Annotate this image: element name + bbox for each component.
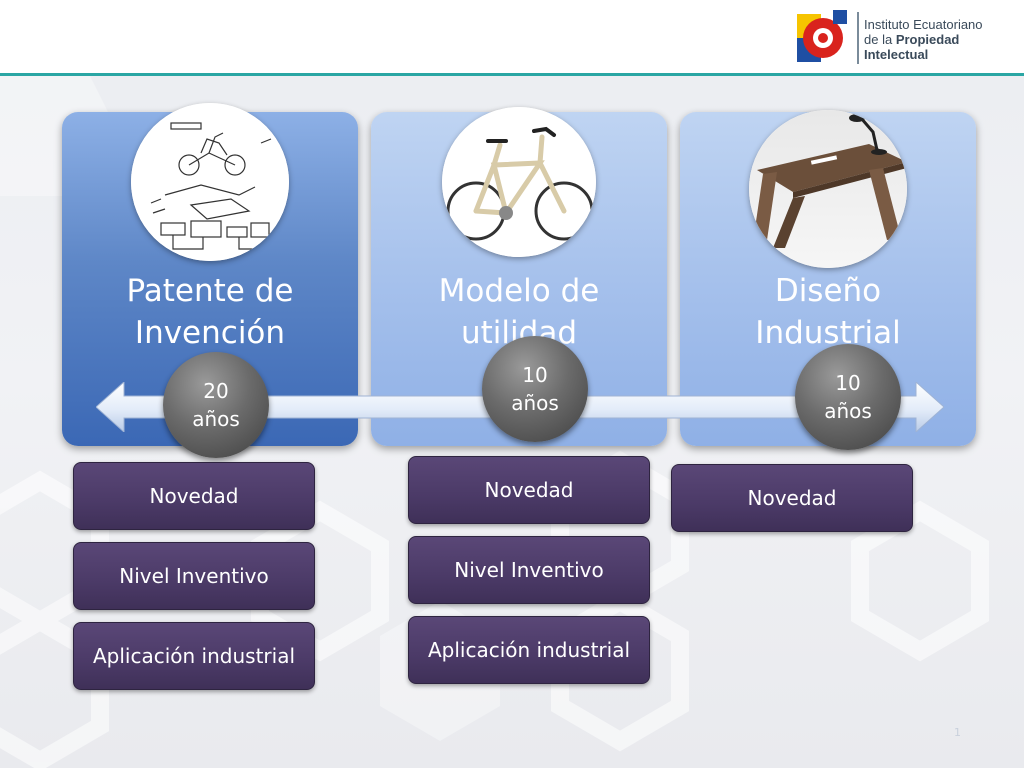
panel-title-line-2: Invención xyxy=(134,315,286,351)
patent-drawing-icon xyxy=(131,103,289,261)
duration-unit: años xyxy=(511,391,559,415)
logo-line-1: Instituto Ecuatoriano xyxy=(864,17,983,32)
page-number: 1 xyxy=(954,726,961,739)
requirement-box: Aplicación industrial xyxy=(408,616,650,684)
logo-divider xyxy=(857,12,859,64)
institute-logo: Instituto Ecuatoriano de la Propiedad In… xyxy=(793,8,1003,68)
requirement-box: Novedad xyxy=(408,456,650,524)
duration-unit: años xyxy=(192,407,240,431)
duration-value: 10 xyxy=(835,371,861,395)
requirement-box: Nivel Inventivo xyxy=(408,536,650,604)
logo-line-2: de la Propiedad xyxy=(864,32,983,47)
requirement-box: Novedad xyxy=(73,462,315,530)
logo-line-2-prefix: de la xyxy=(864,32,896,47)
requirement-box: Novedad xyxy=(671,464,913,532)
panel-title-line-1: Patente de xyxy=(126,273,294,309)
duration-value: 20 xyxy=(203,379,229,403)
logo-line-3: Intelectual xyxy=(864,47,929,62)
duration-value: 10 xyxy=(522,363,548,387)
logo-text: Instituto Ecuatoriano de la Propiedad In… xyxy=(864,17,983,62)
panel-title: Patente de Invención xyxy=(62,270,358,354)
desk-icon xyxy=(749,110,907,268)
panel-title-line-2: Industrial xyxy=(755,315,901,351)
requirement-box: Nivel Inventivo xyxy=(73,542,315,610)
bicycle-icon xyxy=(442,107,596,257)
panel-title-line-1: Diseño xyxy=(774,273,882,309)
logo-line-2-bold: Propiedad xyxy=(895,32,960,47)
duration-badge-patente: 20 años xyxy=(163,352,269,458)
duration-badge-modelo: 10 años xyxy=(482,336,588,442)
panel-title: Diseño Industrial xyxy=(680,270,976,354)
header-accent-line xyxy=(0,73,1024,76)
panel-patente-invencion: Patente de Invención xyxy=(62,112,358,446)
panel-title-line-1: Modelo de xyxy=(438,273,600,309)
duration-badge-diseno: 10 años xyxy=(795,344,901,450)
requirement-box: Aplicación industrial xyxy=(73,622,315,690)
logo-mark-icon xyxy=(797,10,847,62)
duration-unit: años xyxy=(824,399,872,423)
